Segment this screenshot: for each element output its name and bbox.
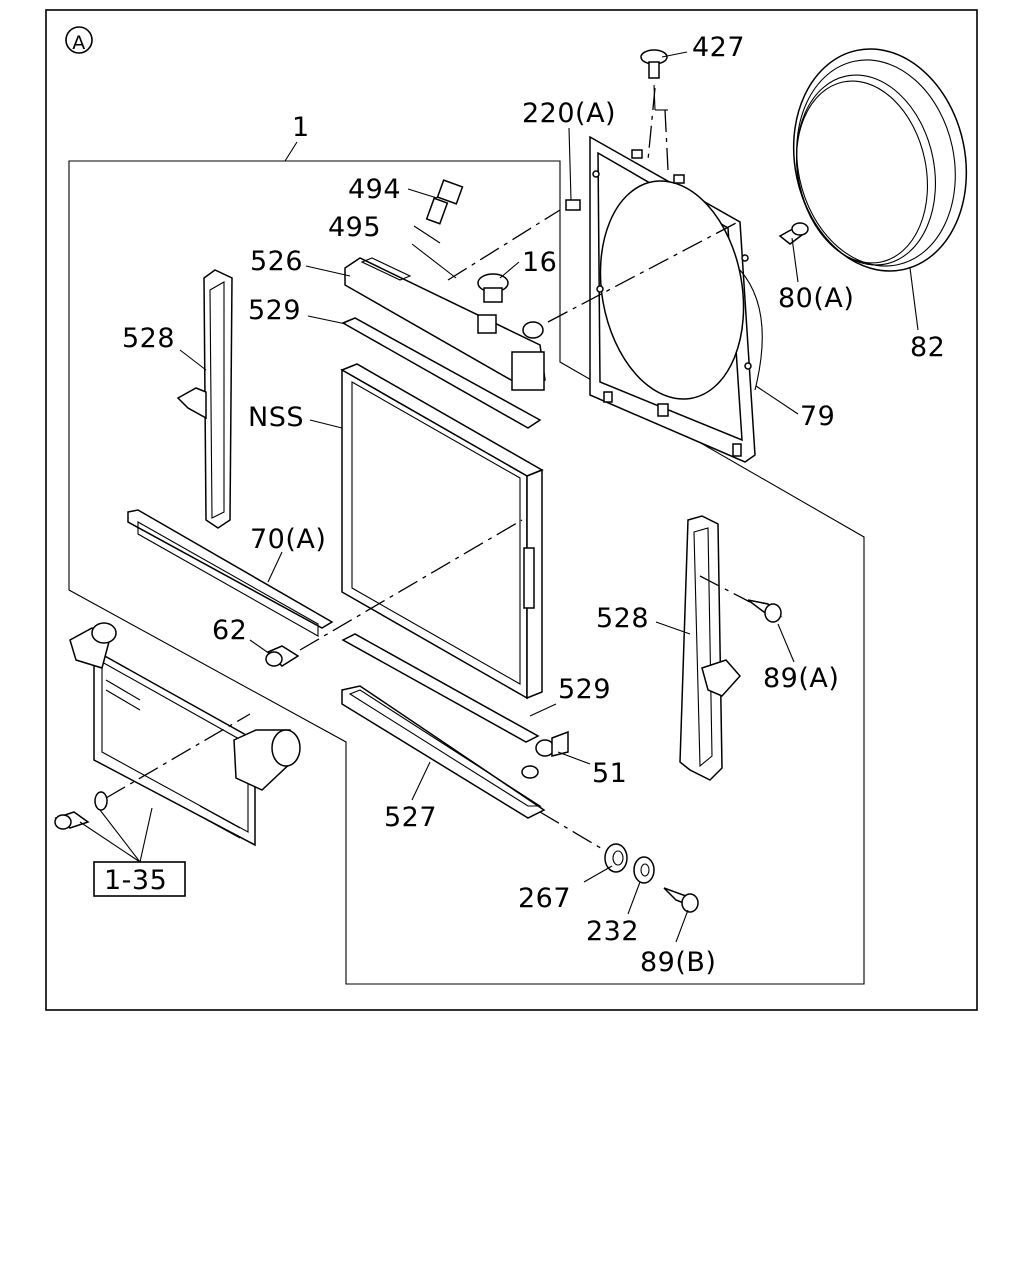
- label-527: 527: [384, 802, 437, 833]
- clip-427: [640, 49, 668, 79]
- part-labels: 1 427 220(A) 494 495 526 16 80(A) 82 529…: [104, 32, 945, 978]
- label-80a: 80(A): [778, 283, 854, 314]
- ref-box-1-35: [93, 861, 186, 897]
- outer-frame: [45, 9, 978, 1011]
- washer-232: [633, 856, 655, 884]
- mount-rubber-267: [604, 843, 628, 873]
- wire-495: [413, 225, 441, 244]
- view-marker-letter: A: [72, 32, 86, 54]
- label-51: 51: [592, 758, 627, 789]
- assembly-bracket-outline: [68, 160, 865, 985]
- label-70a: 70(A): [250, 524, 326, 555]
- cross-member: [127, 509, 334, 637]
- intercooler: [69, 622, 301, 847]
- lower-tank: [341, 685, 546, 819]
- fan-shroud: [589, 135, 763, 463]
- label-1-35: 1-35: [104, 865, 167, 896]
- drain-cock: [535, 730, 569, 757]
- view-marker: A: [65, 26, 93, 54]
- bolt-80a: [778, 222, 809, 245]
- bolt-89b: [663, 887, 699, 913]
- label-79: 79: [800, 401, 835, 432]
- label-494: 494: [348, 174, 401, 205]
- label-nss: NSS: [248, 402, 304, 433]
- label-427: 427: [692, 32, 745, 63]
- bolt-89a: [747, 599, 783, 623]
- clip-220a: [565, 199, 581, 211]
- sensor-494: [425, 179, 464, 225]
- label-220a: 220(A): [522, 98, 616, 129]
- bolt-62: [265, 645, 300, 667]
- label-89b: 89(B): [640, 947, 716, 978]
- upper-tank: [344, 257, 546, 391]
- label-526: 526: [250, 246, 303, 277]
- label-528-right: 528: [596, 603, 649, 634]
- label-1: 1: [292, 112, 310, 143]
- gasket-bottom: [341, 633, 540, 743]
- side-bracket-left: [176, 269, 233, 529]
- bolt-1-35: [54, 791, 108, 830]
- label-82: 82: [910, 332, 945, 363]
- label-16: 16: [522, 247, 557, 278]
- label-62: 62: [212, 615, 247, 646]
- label-495: 495: [328, 212, 381, 243]
- radiator-core: [340, 363, 544, 700]
- radiator-cap: [477, 273, 509, 303]
- label-232: 232: [586, 916, 639, 947]
- label-528-left: 528: [122, 323, 175, 354]
- label-267: 267: [518, 883, 571, 914]
- label-529-bottom: 529: [558, 674, 611, 705]
- label-89a: 89(A): [763, 663, 839, 694]
- leader-lines: [79, 51, 919, 943]
- label-529-top: 529: [248, 295, 301, 326]
- gasket-top: [341, 317, 542, 429]
- side-bracket-right: [679, 515, 742, 781]
- fan-ring: [792, 48, 968, 272]
